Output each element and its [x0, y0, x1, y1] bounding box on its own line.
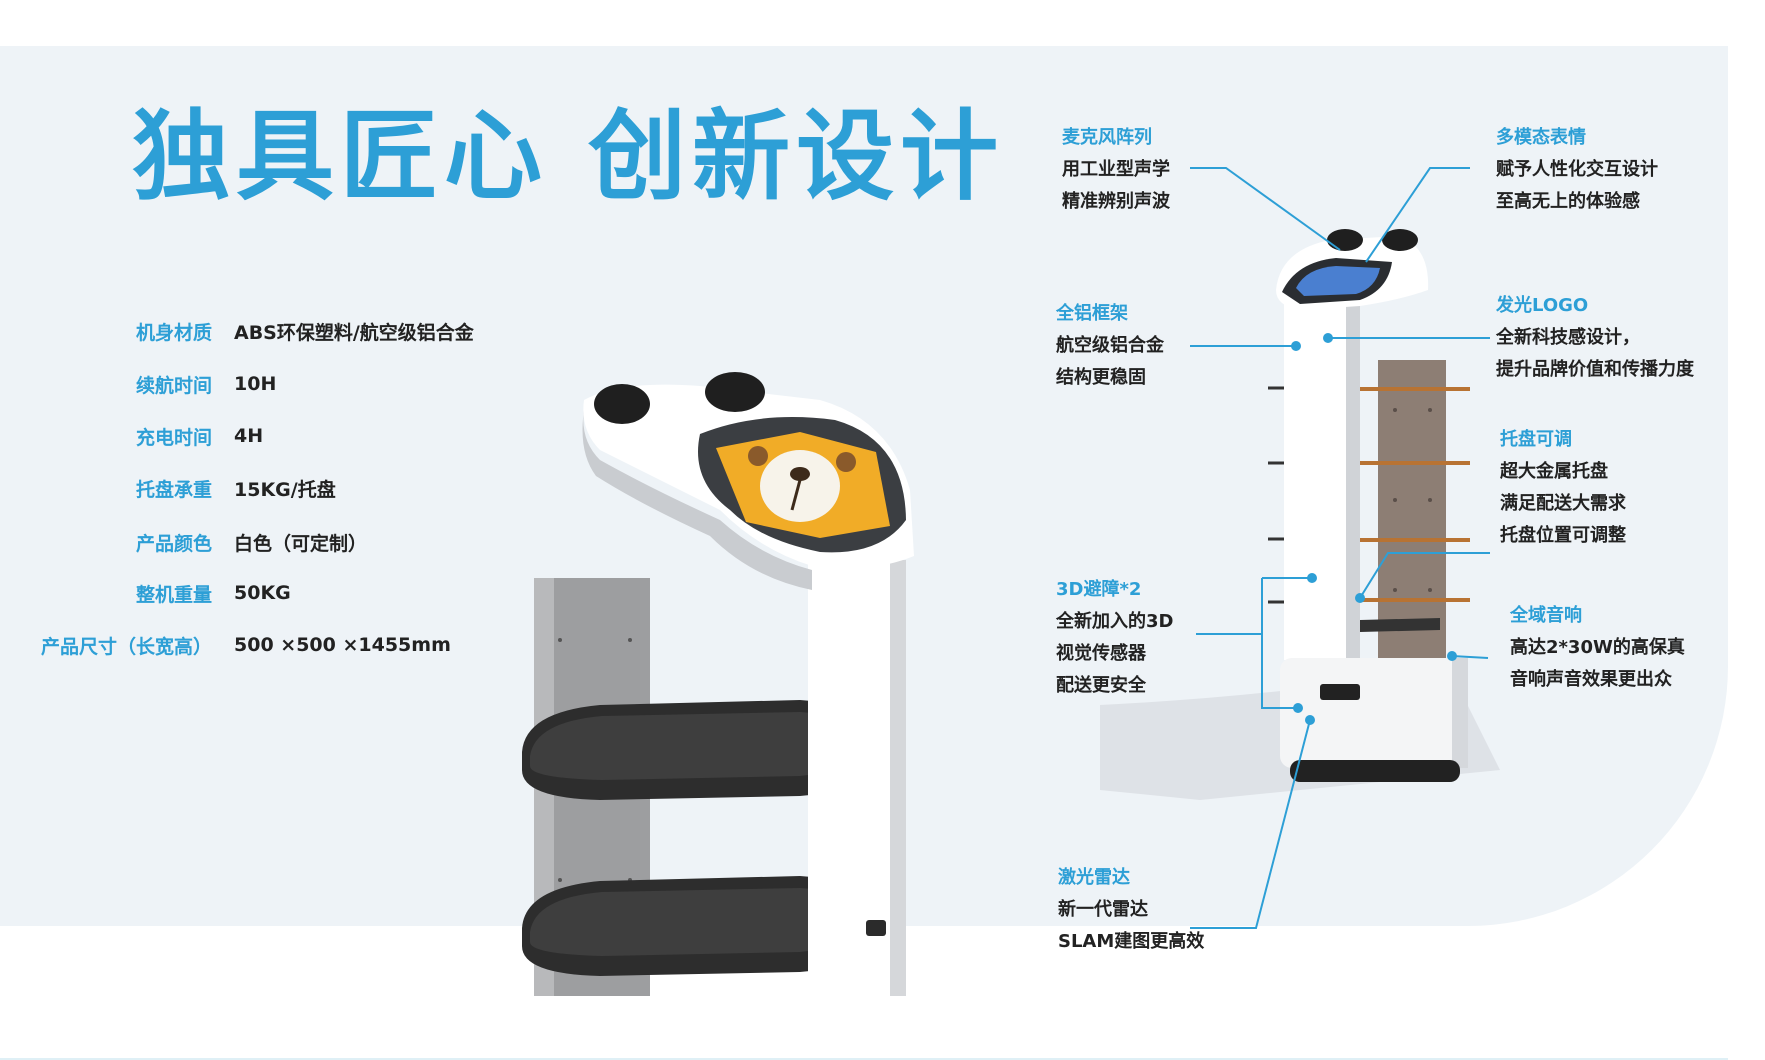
spec-value: 4H	[234, 425, 264, 447]
spec-label: 充电时间	[135, 426, 212, 449]
spec-label: 产品尺寸（长宽高）	[40, 635, 212, 658]
callout-mic-array: 麦克风阵列 用工业型声学 精准辨别声波	[1062, 122, 1170, 218]
spec-row-material: 机身材质 ABS环保塑料/航空级铝合金	[40, 316, 560, 346]
page-title: 独具匠心 创新设计	[132, 100, 1005, 214]
spec-value: 白色（可定制）	[234, 532, 368, 555]
callout-expression: 多模态表情 赋予人性化交互设计 至高无上的体验感	[1496, 122, 1658, 218]
spec-label: 托盘承重	[135, 478, 212, 501]
spec-row-battery: 续航时间 10H	[40, 369, 560, 399]
ear-left	[594, 384, 650, 424]
callout-title: 发光LOGO	[1496, 295, 1589, 316]
callout-audio: 全域音响 高达2*30W的高保真 音响声音效果更出众	[1510, 600, 1685, 696]
leader-lines	[1190, 167, 1490, 929]
spec-label: 整机重量	[135, 583, 212, 606]
callout-dots	[1291, 333, 1457, 725]
callout-tray: 托盘可调 超大金属托盘 满足配送大需求 托盘位置可调整	[1500, 424, 1626, 552]
spec-value: 500 ×500 ×1455mm	[234, 634, 451, 656]
small-robot-image	[1100, 229, 1500, 800]
callout-line: 新一代雷达	[1058, 899, 1148, 920]
callout-line: 精准辨别声波	[1062, 191, 1170, 212]
large-robot-image	[522, 372, 914, 996]
spec-value: 10H	[234, 373, 277, 395]
spec-label: 续航时间	[135, 374, 212, 397]
spec-label: 产品颜色	[135, 532, 212, 555]
robot-wheels	[1290, 760, 1460, 782]
spec-row-charge: 充电时间 4H	[40, 421, 560, 451]
callout-title: 托盘可调	[1500, 429, 1572, 450]
callout-line: 视觉传感器	[1056, 643, 1146, 664]
lidar-window	[1320, 684, 1360, 700]
callout-title: 麦克风阵列	[1062, 127, 1152, 148]
spec-value: 15KG/托盘	[234, 478, 336, 501]
callout-line: SLAM建图更高效	[1058, 931, 1205, 952]
callout-line: 超大金属托盘	[1500, 461, 1608, 482]
robot-body-column	[1284, 300, 1360, 660]
callout-line: 全新科技感设计，	[1496, 327, 1640, 348]
callout-line: 航空级铝合金	[1056, 335, 1164, 356]
spec-value: ABS环保塑料/航空级铝合金	[234, 321, 474, 344]
callout-title: 多模态表情	[1496, 127, 1586, 148]
spec-row-color: 产品颜色 白色（可定制）	[40, 527, 560, 557]
callout-line: 结构更稳固	[1056, 367, 1146, 388]
spec-row-weight: 整机重量 50KG	[40, 578, 560, 608]
callout-line: 满足配送大需求	[1500, 493, 1626, 514]
callout-line: 托盘位置可调整	[1500, 525, 1626, 546]
callout-lidar: 激光雷达 新一代雷达 SLAM建图更高效	[1058, 862, 1204, 958]
copper-trays	[1350, 387, 1470, 602]
spec-value: 50KG	[234, 582, 291, 604]
callout-title: 激光雷达	[1058, 867, 1130, 888]
callout-title: 3D避障*2	[1056, 579, 1142, 600]
main-column	[808, 560, 906, 996]
spec-label: 机身材质	[135, 321, 212, 344]
callout-line: 配送更安全	[1056, 675, 1146, 696]
ear-right	[705, 372, 765, 412]
callout-title: 全铝框架	[1056, 303, 1128, 324]
spec-row-load: 托盘承重 15KG/托盘	[40, 473, 560, 503]
callout-line: 音响声音效果更出众	[1510, 669, 1672, 690]
callout-title: 全域音响	[1510, 605, 1582, 626]
callout-line: 提升品牌价值和传播力度	[1496, 359, 1694, 380]
callout-line: 用工业型声学	[1062, 159, 1170, 180]
head-screen	[1296, 266, 1380, 296]
callout-line: 高达2*30W的高保真	[1510, 637, 1685, 658]
spec-row-size: 产品尺寸（长宽高） 500 ×500 ×1455mm	[40, 630, 560, 660]
callout-logo: 发光LOGO 全新科技感设计， 提升品牌价值和传播力度	[1496, 290, 1694, 386]
callout-3d-obstacle: 3D避障*2 全新加入的3D 视觉传感器 配送更安全	[1056, 574, 1173, 702]
callout-line: 全新加入的3D	[1056, 611, 1174, 632]
callout-line: 至高无上的体验感	[1496, 191, 1640, 212]
callout-line: 赋予人性化交互设计	[1496, 159, 1658, 180]
callout-frame: 全铝框架 航空级铝合金 结构更稳固	[1056, 298, 1164, 394]
robot-base	[1280, 658, 1468, 768]
